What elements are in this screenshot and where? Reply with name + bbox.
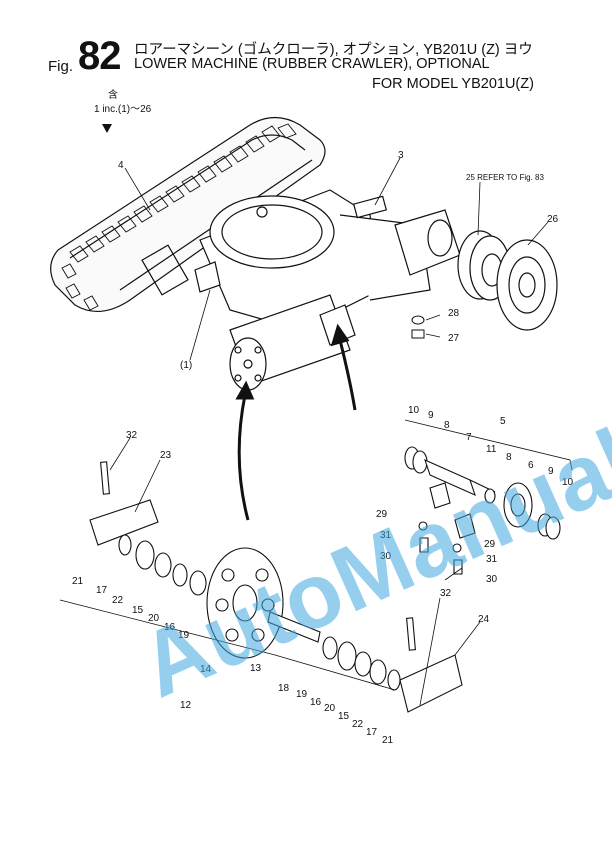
figure-prefix: Fig. bbox=[48, 58, 74, 75]
rubber-crawler-track bbox=[50, 116, 326, 312]
title-english: LOWER MACHINE (RUBBER CRAWLER), OPTIONAL bbox=[134, 56, 490, 72]
figure-number: 82 bbox=[78, 34, 121, 78]
callout-5: 5 bbox=[500, 416, 506, 427]
sprocket bbox=[496, 239, 558, 331]
callout-13: 13 bbox=[250, 663, 262, 674]
callout-3: 3 bbox=[398, 150, 404, 161]
callout-21b: 21 bbox=[382, 735, 394, 746]
callout-21a: 21 bbox=[72, 576, 84, 587]
callout-16a: 16 bbox=[164, 622, 176, 633]
callout-16b: 16 bbox=[310, 697, 322, 708]
callout-29a: 29 bbox=[376, 509, 388, 520]
note-kanji: 含 bbox=[108, 88, 118, 101]
callout-19b: 19 bbox=[296, 689, 308, 700]
title-japanese: ロアーマシーン (ゴムクローラ), オプション, YB201U (Z) ヨウ bbox=[134, 42, 533, 58]
callout-7: 7 bbox=[466, 432, 472, 443]
callout-17a: 17 bbox=[96, 585, 108, 596]
front-idler-assembly bbox=[404, 446, 561, 575]
lower-frame bbox=[194, 189, 431, 391]
bolt-27-28 bbox=[411, 315, 425, 339]
leader-lines bbox=[59, 157, 573, 706]
callout-23: 23 bbox=[160, 450, 172, 461]
callout-30b: 30 bbox=[486, 574, 498, 585]
note-includes: 1 inc.(1)～26 bbox=[94, 104, 152, 115]
callout-9b: 9 bbox=[548, 466, 554, 477]
model-line: FOR MODEL YB201U(Z) bbox=[372, 76, 534, 92]
callout-32b: 32 bbox=[440, 588, 452, 599]
callout-31b: 31 bbox=[486, 554, 498, 565]
callout-24: 24 bbox=[478, 614, 490, 625]
callout-15b: 15 bbox=[338, 711, 350, 722]
callout-19a: 19 bbox=[178, 630, 190, 641]
callout-4: 4 bbox=[118, 160, 124, 171]
callout-1: (1) bbox=[180, 360, 192, 371]
callout-32a: 32 bbox=[126, 430, 138, 441]
callout-15a: 15 bbox=[132, 605, 144, 616]
callout-6: 6 bbox=[528, 460, 534, 471]
callout-20b: 20 bbox=[324, 703, 336, 714]
callout-22a: 22 bbox=[112, 595, 124, 606]
travel-motor bbox=[394, 209, 511, 301]
callout-27: 27 bbox=[448, 333, 460, 344]
callout-18: 18 bbox=[278, 683, 290, 694]
callout-20a: 20 bbox=[148, 613, 160, 624]
callout-22b: 22 bbox=[352, 719, 364, 730]
callout-26: 26 bbox=[547, 214, 559, 225]
callout-12: 12 bbox=[180, 700, 192, 711]
callout-31a: 31 bbox=[380, 530, 392, 541]
callout-9a: 9 bbox=[428, 410, 434, 421]
callout-10b: 10 bbox=[562, 477, 574, 488]
note-marker-icon bbox=[102, 124, 112, 133]
callout-10a: 10 bbox=[408, 405, 420, 416]
callout-30a: 30 bbox=[380, 551, 392, 562]
callout-14: 14 bbox=[200, 664, 212, 675]
rear-idler-assembly bbox=[89, 461, 463, 713]
callout-11: 11 bbox=[486, 444, 497, 455]
callout-17b: 17 bbox=[366, 727, 378, 738]
callout-29b: 29 bbox=[484, 539, 496, 550]
callout-8a: 8 bbox=[444, 420, 450, 431]
callout-25: 25 REFER TO Fig. 83 bbox=[466, 173, 545, 182]
callout-28: 28 bbox=[448, 308, 460, 319]
assembly-arrows bbox=[235, 323, 357, 521]
callout-8b: 8 bbox=[506, 452, 512, 463]
